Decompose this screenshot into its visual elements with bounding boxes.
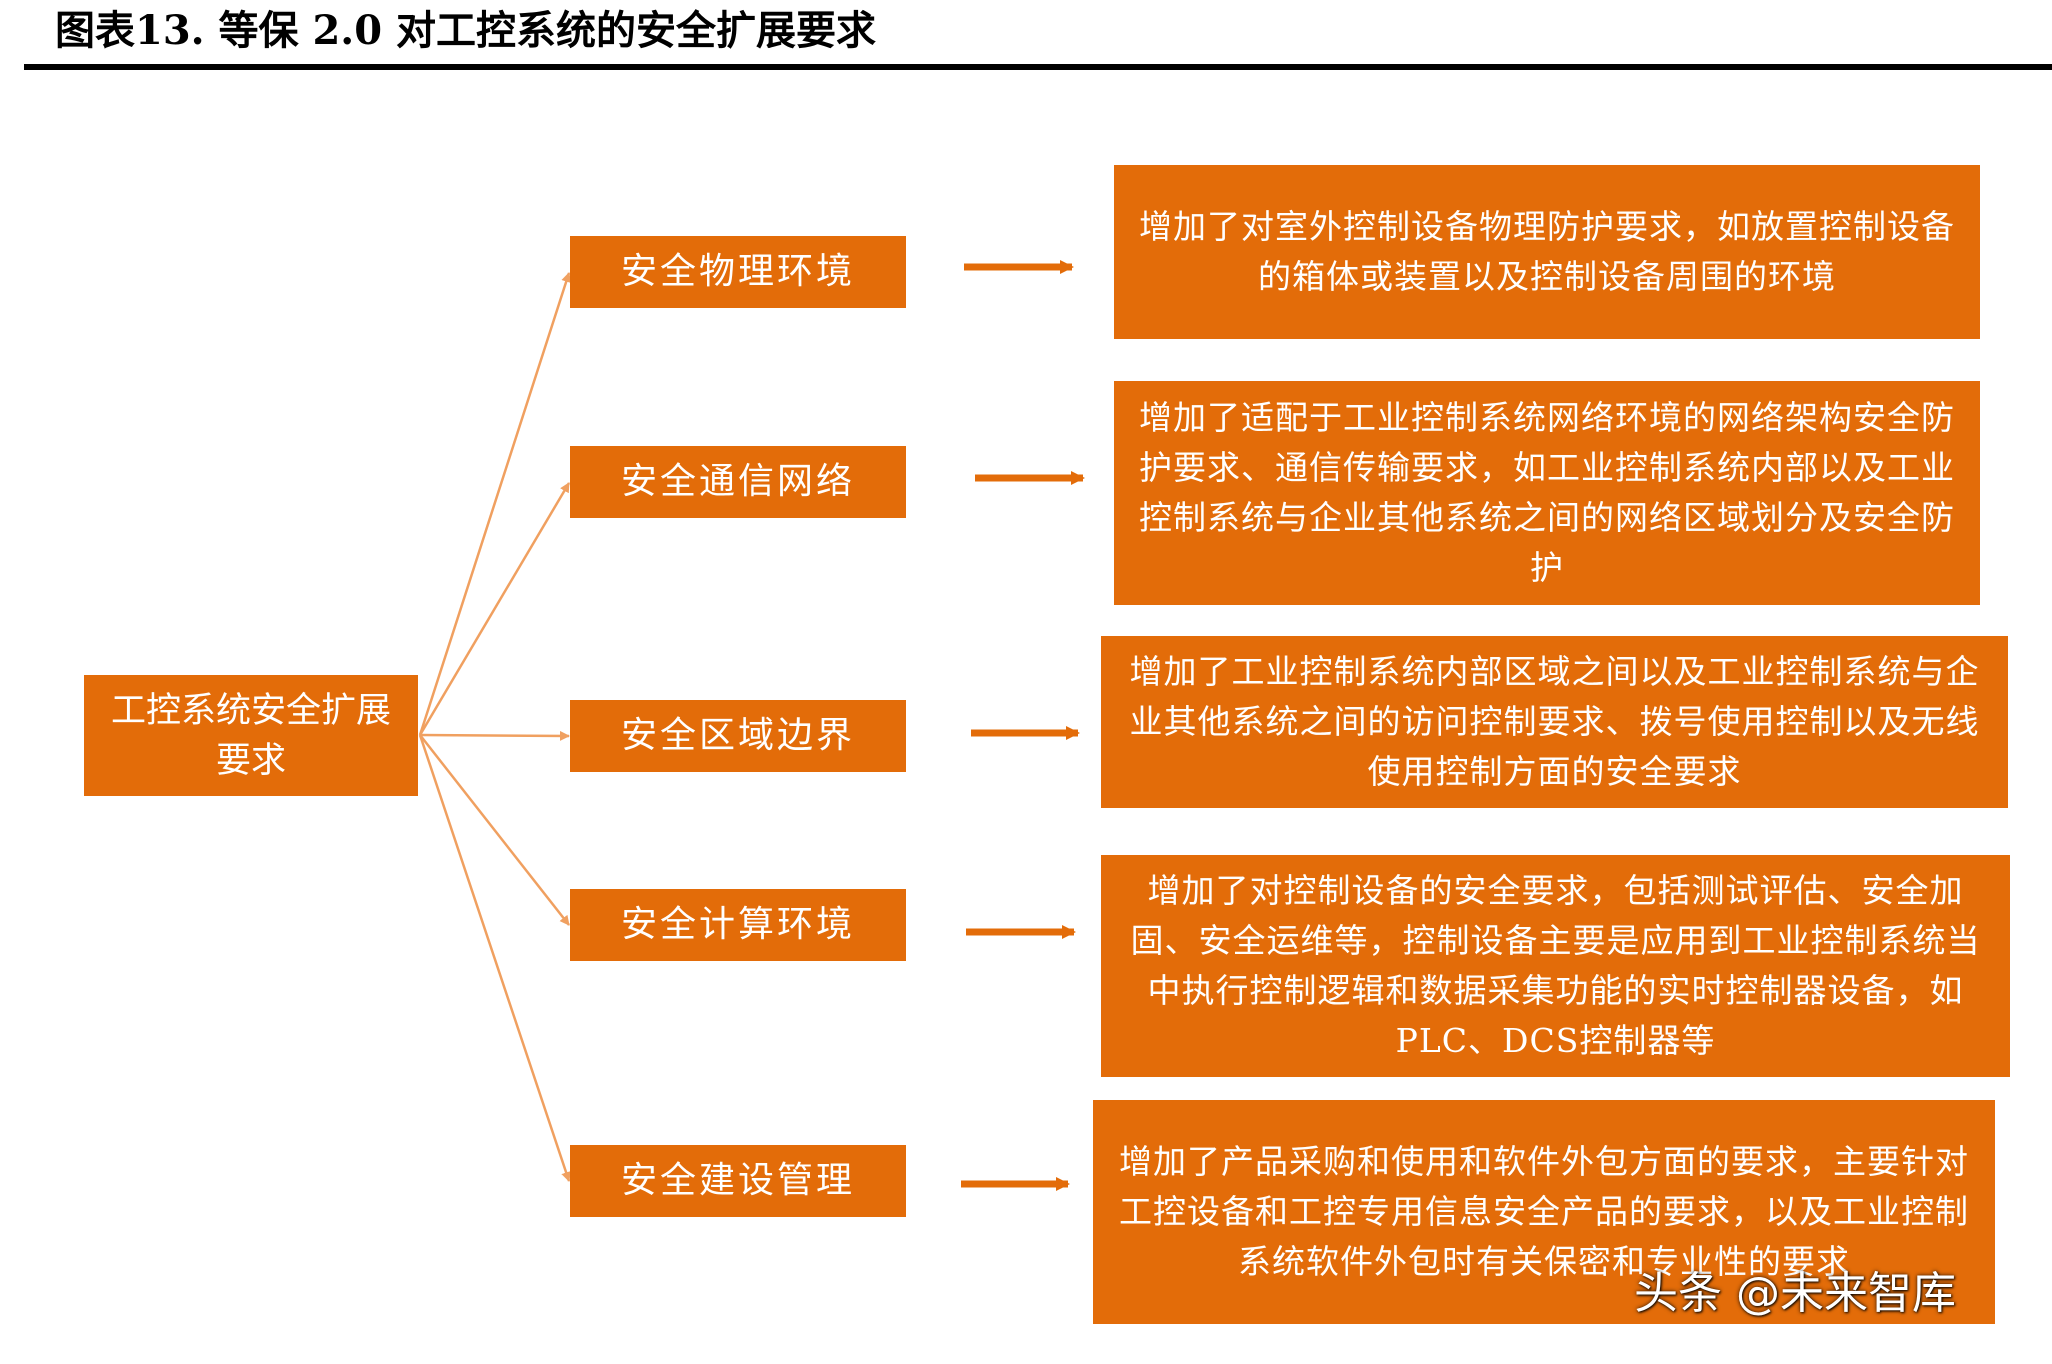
fan-line-4: [419, 734, 570, 926]
category-area-boundary: 安全区域边界: [570, 700, 906, 772]
category-communication-network: 安全通信网络: [570, 446, 906, 518]
fan-line-2: [418, 482, 571, 736]
description-construction-management: 增加了产品采购和使用和软件外包方面的要求，主要针对工控设备和工控专用信息安全产品…: [1093, 1100, 1995, 1324]
fan-line-3: [419, 730, 570, 741]
description-area-boundary: 增加了工业控制系统内部区域之间以及工业控制系统与企业其他系统之间的访问控制要求、…: [1101, 636, 2008, 808]
category-construction-management: 安全建设管理: [570, 1145, 906, 1217]
figure-title: 图表13. 等保 2.0 对工控系统的安全扩展要求: [55, 7, 876, 54]
root-node: 工控系统安全扩展要求: [84, 675, 418, 796]
category-computing-environment: 安全计算环境: [570, 889, 906, 961]
description-computing-environment: 增加了对控制设备的安全要求，包括测试评估、安全加固、安全运维等，控制设备主要是应…: [1101, 855, 2010, 1077]
description-communication-network: 增加了适配于工业控制系统网络环境的网络架构安全防护要求、通信传输要求，如工业控制…: [1114, 381, 1980, 605]
watermark: 头条 @未来智库: [1634, 1268, 1956, 1319]
description-physical-environment: 增加了对室外控制设备物理防护要求，如放置控制设备的箱体或装置以及控制设备周围的环…: [1114, 165, 1980, 339]
fan-line-5: [418, 734, 571, 1182]
category-physical-environment: 安全物理环境: [570, 236, 906, 308]
fan-line-1: [418, 272, 571, 736]
title-rule: [24, 64, 2052, 70]
